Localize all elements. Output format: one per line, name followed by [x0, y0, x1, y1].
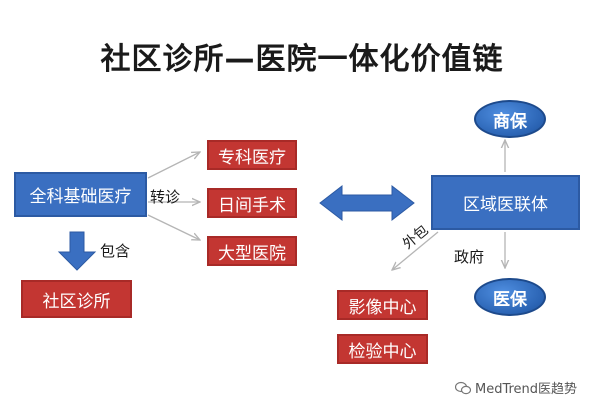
arrow-to-largehospital	[147, 214, 200, 240]
community-clinic-box: 社区诊所	[21, 280, 132, 318]
watermark-text: MedTrend医趋势	[475, 382, 578, 397]
arrow-outsource	[392, 231, 439, 270]
general-care-box: 全科基础医疗	[14, 172, 147, 217]
referral-label: 转诊	[150, 188, 181, 206]
watermark: MedTrend医趋势	[455, 378, 577, 397]
include-down-arrow	[57, 231, 97, 271]
large-hospital-box: 大型医院	[207, 236, 297, 266]
lab-center-box: 检验中心	[337, 334, 428, 364]
page-title: 社区诊所—医院一体化价值链	[100, 42, 504, 77]
government-label: 政府	[454, 248, 485, 266]
specialty-care-box: 专科医疗	[207, 140, 297, 170]
arrow-to-specialty	[147, 152, 200, 179]
commercial-insurance-oval: 商保	[474, 100, 546, 138]
day-surgery-box: 日间手术	[207, 188, 297, 218]
medical-insurance-oval: 医保	[474, 278, 546, 316]
include-label: 包含	[100, 242, 131, 260]
regional-alliance-box: 区域医联体	[431, 175, 580, 230]
double-arrow	[319, 184, 415, 222]
wechat-icon	[455, 381, 471, 394]
imaging-center-box: 影像中心	[337, 290, 428, 320]
